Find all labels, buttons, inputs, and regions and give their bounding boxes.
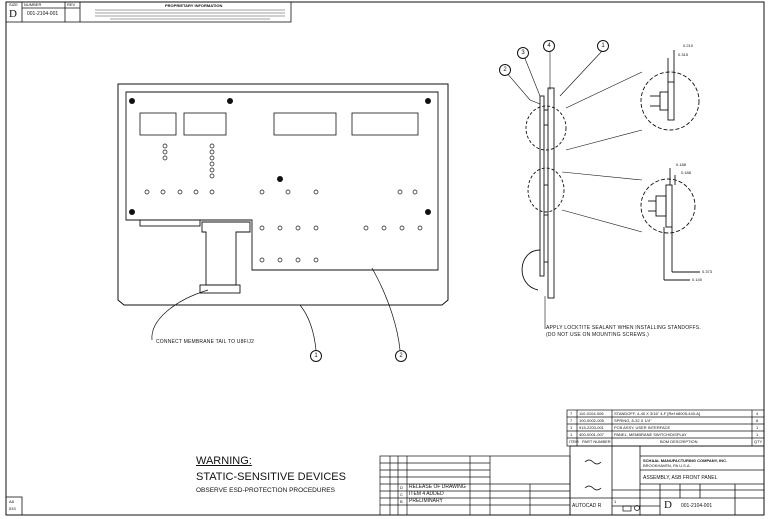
led-columns [162,143,215,179]
dim-0140: 0.140 [692,277,703,282]
warning-title: WARNING: [196,455,252,467]
bom-row-2-part: 100-0002-005 [579,418,604,423]
bom-row-3-part: 915-2203-001 [579,425,604,430]
front-callout-1: 1 [310,350,322,362]
revision-c-rev: C [400,492,403,497]
side-callout-3: 3 [517,47,529,59]
title-block-grid [569,445,765,516]
cad-label: AUTOCAD R [572,503,602,509]
bom-row-4-part: 400-0001-007 [579,432,604,437]
prop-text-lines [95,9,285,20]
proprietary-title: PROPRIETARY INFORMATION [165,3,223,8]
company-location: BROOKHAVEN, PA U.S.A. [643,463,691,468]
detail-view-top [640,50,700,131]
drawing-title: ASSEMBLY, ASB FRONT PANEL [643,475,718,481]
warning-line-1: STATIC-SENSITIVE DEVICES [196,471,346,483]
revision-b-desc: PRELIMINARY [409,498,443,504]
front-panel [117,83,449,306]
bom-row-2-desc: SPRING, 8-32 X 1/4" [614,418,652,423]
title-block-size: D [664,499,672,511]
side-callout-1: 1 [597,40,609,52]
dim-0315: 0.315 [678,52,689,57]
revision-d-desc: RELEASE OF DRAWING [409,484,466,490]
bom-row-4-qty: 1 [756,432,759,437]
bom-row-1-part: 110-0104-006 [579,411,604,416]
side-note-1: APPLY LOCKTITE SEALANT WHEN INSTALLING S… [546,325,701,331]
bom-header-item: ITEM [569,439,579,444]
tilde-marks [584,459,602,491]
dim-0210: 0.210 [683,43,694,48]
front-leaders [151,267,401,351]
side-callout-4: 4 [543,40,555,52]
number-label: NUMBER [24,2,42,7]
bom-row-3-qty: 1 [756,425,759,430]
display-windows [139,112,419,136]
bom-row-4-desc: PANEL, MEMBRANE SWITCH/DISPLAY [614,432,687,437]
side-callout-2: 2 [499,64,511,76]
revision-d-rev: D [400,485,403,490]
side-leaders [505,49,643,325]
dim-0188-a: 0.188 [676,162,687,167]
corner-b: 533 [9,506,16,511]
bom-header-qty: QTY [754,439,763,444]
detail-view-bottom [640,168,700,281]
side-view [521,87,567,299]
bom-row-2-qty: 8 [756,418,759,423]
bom-header-desc: BOM DESCRIPTION [660,439,698,444]
bom-row-2-item: 7 [570,418,573,423]
front-note: CONNECT MEMBRANE TAIL TO U8F/J2 [156,339,255,345]
drawing-number: 001-2104-001 [27,11,59,17]
bom-row-1-qty: 4 [756,411,759,416]
company-name: SCHAAL MANUFACTURING COMPANY, INC. [643,458,728,463]
bom-row-3-desc: PCB ASSY, USER INTERFACE [614,425,671,430]
size-value: D [9,8,17,20]
bom-header-part: PART NUMBER [582,439,611,444]
dim-0373: 0.373 [702,269,713,274]
rev-label: REV [67,2,76,7]
size-label: SIZE [9,2,18,7]
bom-row-1-desc: STANDOFF, 4-40 X 3/16" 4-F [Ref #8005-44… [614,411,701,416]
revision-c-desc: ITEM 4 ADDED [409,491,444,497]
key-markers [144,189,423,263]
side-note-2: (DO NOT USE ON MOUNTING SCREWS.) [546,332,649,338]
corner-a: A8 [9,499,14,504]
warning-line-2: OBSERVE ESD-PROTECTION PROCEDURES [196,487,335,494]
membrane-tail [139,219,251,294]
header-box [5,1,292,23]
projection-symbol [622,505,640,512]
revision-b-rev: B [400,499,403,504]
bom-row-1-item: 7 [570,411,573,416]
front-callout-2: 2 [395,350,407,362]
pcb-board [125,91,439,271]
dim-0188-b: 0.188 [681,170,692,175]
corner-box [5,496,23,516]
bom-row-4-item: 1 [570,432,573,437]
bom-row-3-item: 1 [570,425,573,430]
mounting-holes [129,98,431,215]
title-block-number: 001-2104-001 [681,503,713,509]
sheet-number: 1 [614,499,617,504]
revision-grid [379,455,571,516]
